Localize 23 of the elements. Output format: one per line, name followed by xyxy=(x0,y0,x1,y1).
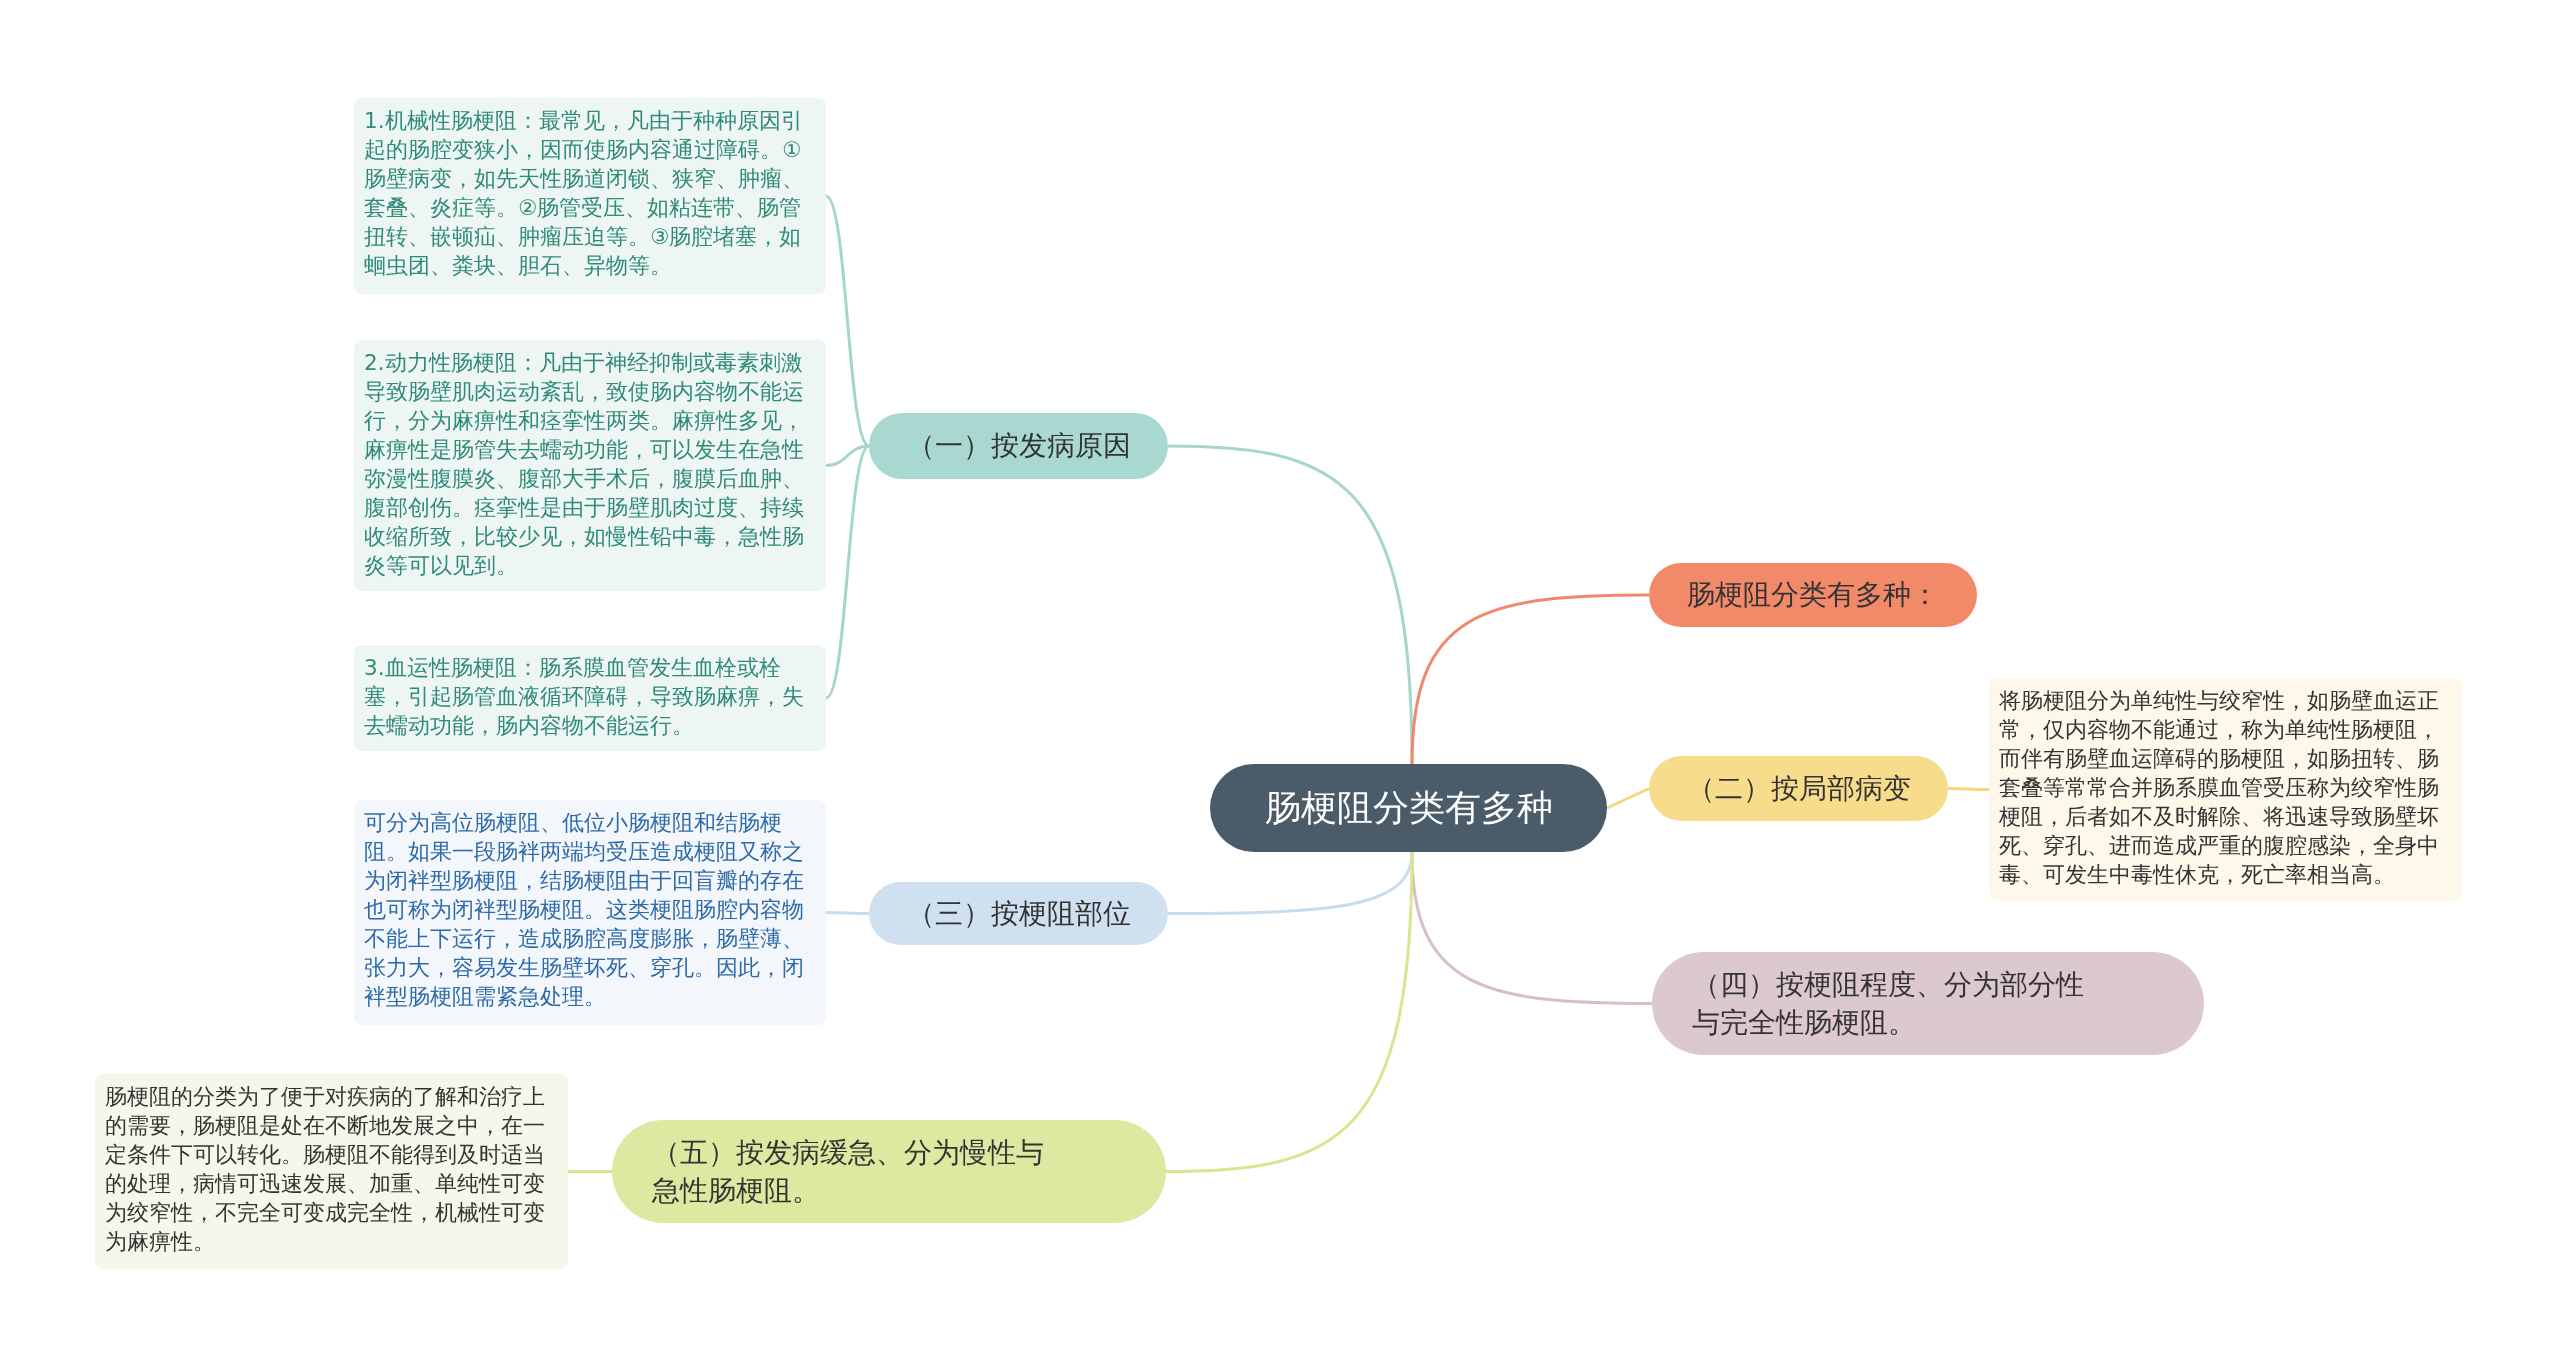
note-card: 将肠梗阻分为单纯性与绞窄性，如肠壁血运正常，仅内容物不能通过，称为单纯性肠梗阻，而伴有肠壁血运障碍的肠梗阻，如肠扭转、肠套叠等常常合并肠系膜血管受压称为绞窄性肠梗阻，后者如不及时解除、将迅速导致肠壁坏死、穿孔、进而造成严重的腹腔感染，全身中毒、可发生中毒性休克，死亡率相当高。 xyxy=(1989,678,2462,901)
connector-line xyxy=(1410,593,1649,765)
connector-line xyxy=(826,911,869,915)
note-card: 3.血运性肠梗阻：肠系膜血管发生血栓或栓塞，引起肠管血液循环障碍，导致肠麻痹，失去蠕动功能，肠内容物不能运行。 xyxy=(354,645,826,751)
topic-pill: （一）按发病原因 xyxy=(869,413,1168,479)
topic-pill: 肠梗阻分类有多种： xyxy=(1649,563,1977,627)
topic-pill: （三）按梗阻部位 xyxy=(869,882,1168,945)
note-card: 2.动力性肠梗阻：凡由于神经抑制或毒素刺激导致肠壁肌肉运动紊乱，致使肠内容物不能运行，分为麻痹性和痉挛性两类。麻痹性多见，麻痹性是肠管失去蠕动功能，可以发生在急性弥漫性腹膜炎、腹部大手术后，腹膜后血肿、腹部创伤。痉挛性是由于肠壁肌肉过度、持续收缩所致，比较少见，如慢性铅中毒，急性肠炎等可以见到。 xyxy=(354,340,826,591)
connector-line xyxy=(1165,851,1414,1173)
note-card: 1.机械性肠梗阻：最常见，凡由于种种原因引起的肠腔变狭小，因而使肠内容通过障碍。①肠壁病变，如先天性肠道闭锁、狭窄、肿瘤、套叠、炎症等。②肠管受压、如粘连带、肠管扭转、嵌顿疝、肿瘤压迫等。③肠腔堵塞，如蛔虫团、粪块、胆石、异物等。 xyxy=(354,98,826,294)
connector-line xyxy=(1167,444,1414,765)
note-card: 可分为高位肠梗阻、低位小肠梗阻和结肠梗阻。如果一段肠袢两端均受压造成梗阻又称之为闭袢型肠梗阻，结肠梗阻由于回盲瓣的存在也可称为闭袢型肠梗阻。这类梗阻肠腔内容物不能上下运行，造成肠腔高度膨胀，肠壁薄、张力大，容易发生肠壁坏死、穿孔。因此，闭袢型肠梗阻需紧急处理。 xyxy=(354,800,826,1025)
connector-line xyxy=(824,444,871,700)
connector-line xyxy=(1948,787,1989,791)
topic-pill: （四）按梗阻程度、分为部分性与完全性肠梗阻。 xyxy=(1652,952,2204,1055)
topic-pill: （二）按局部病变 xyxy=(1649,756,1948,821)
connector-line xyxy=(824,194,871,448)
connector-line xyxy=(568,1170,612,1173)
connector-line xyxy=(1606,787,1650,810)
central-topic-box: 肠梗阻分类有多种 xyxy=(1210,764,1607,852)
connector-line xyxy=(1410,851,1652,1005)
note-card: 肠梗阻的分类为了便于对疾病的了解和治疗上的需要，肠梗阻是处在不断地发展之中，在一定条件下可以转化。肠梗阻不能得到及时适当的处理，病情可迅速发展、加重、单纯性可变为绞窄性，不完全可变成完全性，机械性可变为麻痹性。 xyxy=(95,1074,568,1269)
topic-pill: （五）按发病缓急、分为慢性与急性肠梗阻。 xyxy=(612,1120,1166,1223)
